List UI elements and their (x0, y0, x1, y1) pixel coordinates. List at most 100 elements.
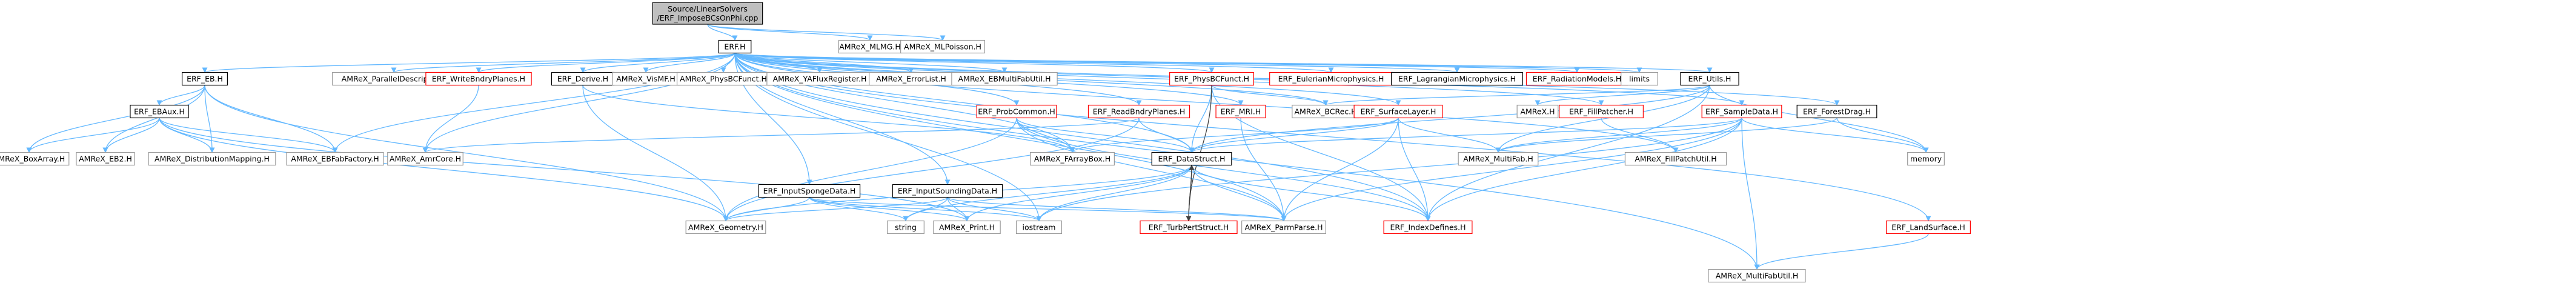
graph-node-writebndry[interactable]: ERF_WriteBndryPlanes.H (425, 72, 532, 86)
graph-node-box[interactable] (1391, 72, 1524, 86)
graph-node-inputsponge[interactable]: ERF_InputSpongeData.H (758, 184, 861, 198)
graph-node-turbpert[interactable]: ERF_TurbPertStruct.H (1140, 220, 1238, 235)
graph-node-amrcore[interactable]: AMReX_AmrCore.H (387, 152, 463, 166)
graph-node-box[interactable] (1383, 220, 1473, 235)
graph-node-fillpatcher[interactable]: ERF_FillPatcher.H (1559, 104, 1644, 119)
graph-node-box[interactable] (425, 72, 532, 86)
graph-node-limits[interactable]: limits (1621, 72, 1658, 86)
graph-node-box[interactable] (1353, 104, 1443, 119)
graph-node-landsurface[interactable]: ERF_LandSurface.H (1886, 220, 1971, 235)
graph-node-box[interactable] (892, 184, 1003, 198)
graph-node-surfacelayer[interactable]: ERF_SurfaceLayer.H (1353, 104, 1443, 119)
graph-node-physbcfunct-amrex[interactable]: AMReX_PhysBCFunct.H (676, 72, 771, 86)
graph-node-print[interactable]: AMReX_Print.H (933, 220, 1001, 235)
graph-node-sampledata[interactable]: ERF_SampleData.H (1701, 104, 1782, 119)
graph-node-iostream[interactable]: iostream (1015, 220, 1062, 235)
graph-node-box[interactable] (1796, 104, 1877, 119)
graph-node-errorlist[interactable]: AMReX_ErrorList.H (869, 72, 954, 86)
graph-node-box[interactable] (758, 184, 861, 198)
graph-node-yafluxreg[interactable]: AMReX_YAFluxRegister.H (766, 72, 873, 86)
graph-node-readbndry[interactable]: ERF_ReadBndryPlanes.H (1087, 104, 1190, 119)
graph-node-box[interactable] (1516, 104, 1559, 119)
graph-node-label: /ERF_ImposeBCsOnPhi.cpp (657, 13, 759, 22)
graph-node-box[interactable] (1680, 72, 1739, 86)
graph-node-box[interactable] (182, 72, 228, 86)
graph-node-box[interactable] (1624, 152, 1727, 166)
graph-node-box[interactable] (130, 104, 189, 119)
graph-edge (723, 197, 810, 222)
graph-node-box[interactable] (1241, 220, 1326, 235)
graph-node-box[interactable] (1458, 152, 1539, 166)
graph-node-inputsounding[interactable]: ERF_InputSoundingData.H (892, 184, 1003, 198)
graph-node-physbcfunct-erf[interactable]: ERF_PhysBCFunct.H (1169, 72, 1254, 86)
graph-node-ebmultifab[interactable]: AMReX_EBMultiFabUtil.H (951, 72, 1058, 86)
graph-node-bcrec[interactable]: AMReX_BCRec.H (1292, 104, 1359, 119)
graph-node-radiation[interactable]: ERF_RadiationModels.H (1525, 72, 1628, 86)
graph-node-lagrangian[interactable]: ERF_LagrangianMicrophysics.H (1391, 72, 1524, 86)
graph-node-eulerian[interactable]: ERF_EulerianMicrophysics.H (1269, 72, 1393, 86)
graph-edge (1398, 118, 1501, 153)
graph-node-box[interactable] (718, 39, 752, 54)
graph-node-box[interactable] (1559, 104, 1644, 119)
graph-node-box[interactable] (1907, 152, 1945, 166)
graph-node-box[interactable] (1015, 220, 1062, 235)
graph-node-ebaux[interactable]: ERF_EBAux.H (130, 104, 189, 119)
graph-node-label: ERF_InputSoundingData.H (898, 187, 997, 196)
graph-node-erf-eb[interactable]: ERF_EB.H (182, 72, 228, 86)
graph-node-label: AMReX_ParallelDescriptor.H (342, 75, 446, 84)
graph-node-box[interactable] (1215, 104, 1266, 119)
graph-node-box[interactable] (1621, 72, 1658, 86)
graph-node-box[interactable] (685, 220, 766, 235)
graph-node-box[interactable] (887, 220, 925, 235)
graph-node-box[interactable] (652, 2, 763, 25)
graph-node-box[interactable] (951, 72, 1058, 86)
graph-node-box[interactable] (76, 152, 135, 166)
graph-node-label: ERF_IndexDefines.H (1390, 223, 1466, 232)
graph-node-multifab[interactable]: AMReX_MultiFab.H (1458, 152, 1539, 166)
graph-node-derive[interactable]: ERF_Derive.H (551, 72, 615, 86)
graph-node-box[interactable] (933, 220, 1001, 235)
graph-node-forestdrag[interactable]: ERF_ForestDrag.H (1796, 104, 1877, 119)
graph-node-erf-h[interactable]: ERF.H (718, 39, 752, 54)
graph-node-string[interactable]: string (887, 220, 925, 235)
graph-node-multifabutil[interactable]: AMReX_MultiFabUtil.H (1708, 268, 1806, 283)
graph-node-box[interactable] (1169, 72, 1254, 86)
graph-edge (202, 52, 735, 73)
graph-node-box[interactable] (976, 104, 1057, 119)
graph-edge (422, 53, 735, 153)
graph-edge (1495, 118, 1742, 153)
graph-node-box[interactable] (148, 152, 276, 166)
graph-node-label: AMReX.H (1520, 107, 1555, 116)
graph-node-mlpoisson[interactable]: AMReX_MLPoisson.H (900, 39, 985, 54)
graph-node-ebfabfactory[interactable]: AMReX_EBFabFactory.H (286, 152, 384, 166)
graph-node-box[interactable] (286, 152, 384, 166)
graph-node-parmparse[interactable]: AMReX_ParmParse.H (1241, 220, 1326, 235)
graph-node-farraybox[interactable]: AMReX_FArrayBox.H (1030, 152, 1115, 166)
graph-node-eb2[interactable]: AMReX_EB2.H (76, 152, 135, 166)
graph-node-box[interactable] (1087, 104, 1190, 119)
graph-node-root[interactable]: Source/LinearSolvers/ERF_ImposeBCsOnPhi.… (652, 2, 763, 25)
graph-node-datastruct[interactable]: ERF_DataStruct.H (1151, 152, 1232, 166)
graph-node-box[interactable] (1886, 220, 1971, 235)
graph-node-box[interactable] (900, 39, 985, 54)
graph-node-fillpatchutil[interactable]: AMReX_FillPatchUtil.H (1624, 152, 1727, 166)
graph-node-mlmg[interactable]: AMReX_MLMG.H (838, 39, 902, 54)
graph-node-probcommon[interactable]: ERF_ProbCommon.H (976, 104, 1057, 119)
graph-node-box[interactable] (1701, 104, 1782, 119)
graph-node-amrex-h[interactable]: AMReX.H (1516, 104, 1559, 119)
graph-node-memory[interactable]: memory (1907, 152, 1945, 166)
graph-node-box[interactable] (0, 152, 70, 166)
graph-node-box[interactable] (1708, 268, 1806, 283)
graph-node-erf-utils[interactable]: ERF_Utils.H (1680, 72, 1739, 86)
graph-node-geometry[interactable]: AMReX_Geometry.H (685, 220, 766, 235)
graph-node-box[interactable] (1030, 152, 1115, 166)
graph-node-visMF[interactable]: AMReX_VisMF.H (612, 72, 680, 86)
graph-node-distmapping[interactable]: AMReX_DistributionMapping.H (148, 152, 276, 166)
graph-node-box[interactable] (1151, 152, 1232, 166)
graph-node-mri[interactable]: ERF_MRI.H (1215, 104, 1266, 119)
graph-node-label: ERF_PhysBCFunct.H (1174, 75, 1249, 84)
graph-node-box[interactable] (1140, 220, 1238, 235)
graph-node-box[interactable] (387, 152, 463, 166)
graph-node-boxarray[interactable]: AMReX_BoxArray.H (0, 152, 70, 166)
graph-node-indexdefines[interactable]: ERF_IndexDefines.H (1383, 220, 1473, 235)
